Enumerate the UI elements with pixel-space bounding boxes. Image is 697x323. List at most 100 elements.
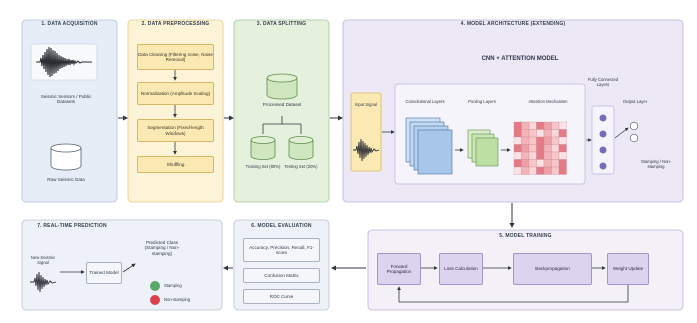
output-layer-label: Output Layer [622,99,648,104]
output-node [629,133,639,143]
raw-data-label: Raw Seismic Data [47,177,85,182]
attention-cell [513,144,522,153]
new-signal-icon [30,271,57,293]
waveform-icon [36,46,92,78]
input-signal-label: Input Signal [354,102,378,107]
attention-cell [528,151,537,160]
attention-cell [536,129,545,138]
attention-cell [521,129,530,138]
attention-cell [536,166,545,175]
confusion-matrix-box: Confusion Matrix [243,268,320,283]
weight-update-step: Weight Update [607,253,649,285]
dense-node [599,162,607,170]
attention-cell [521,121,530,130]
attention-cell [558,166,567,175]
stamping-label: Stamping [164,283,182,288]
attention-heatmap-icon [513,121,567,175]
predicted-class-label: Predicted Class (Stamping / Non-stamping… [144,240,180,256]
dense-node [599,130,607,138]
dense-node [599,114,607,122]
attention-cell [536,159,545,168]
processed-dataset-label: Processed Dataset [262,102,302,107]
database-icon [50,143,82,171]
new-signal-label: New Seismic Signal [30,255,56,265]
forward-propagation-step: Forward Propagation [377,253,421,285]
attention-cell [551,129,560,138]
trained-model-box: Trained Model [86,262,122,284]
attention-cell [536,136,545,145]
fully-connected-frame [591,105,615,175]
training-set-label: Training Set (80%) [245,164,281,169]
attention-cell [543,166,552,175]
section-title-preprocessing: 2. DATA PREPROCESSING [141,21,210,27]
attention-cell [551,159,560,168]
attention-cell [558,136,567,145]
backpropagation-step: Backpropagation [513,253,592,285]
dense-layers-label: Fully Connected Layers [587,77,619,87]
stamping-dot [150,281,160,291]
attention-cell [536,121,545,130]
training-set-icon [250,136,276,160]
attention-cell [513,151,522,160]
normalization-step: Normalization (Amplitude Scaling) [137,82,214,105]
attention-cell [558,129,567,138]
section-title-acquisition: 1. DATA ACQUISITION [41,21,98,27]
data-cleaning-step: Data Cleaning (Filtering noise, Noise Re… [137,44,214,70]
output-node [629,121,639,131]
attention-cell [521,144,530,153]
attention-cell [551,136,560,145]
attention-cell [543,159,552,168]
attention-cell [521,159,530,168]
attention-cell [558,121,567,130]
conv-layers-icon [405,117,453,175]
training-loop-arrow [397,284,629,303]
attention-cell [513,136,522,145]
attention-cell [543,144,552,153]
attention-cell [543,129,552,138]
attention-cell [543,151,552,160]
panel-real-time-prediction [21,219,223,311]
attention-cell [521,136,530,145]
attention-cell [551,144,560,153]
loss-calculation-step: Loss Calculation [439,253,483,285]
section-title-evaluation: 6. MODEL EVALUATION [251,223,312,229]
pooling-layers-label: Pooling Layers [468,99,496,104]
sensors-label: Seismic Sensors / Public Datasets [40,94,92,105]
pooling-layers-icon [467,129,499,167]
attention-cell [528,166,537,175]
panel-data-splitting [233,19,330,203]
dense-node [599,146,607,154]
attention-cell [513,159,522,168]
attention-cell [558,159,567,168]
shuffling-step: Shuffling [137,156,214,173]
attention-cell [543,136,552,145]
testing-set-icon [288,136,314,160]
segmentation-step: Segmentation (Fixed-length Windows) [137,119,214,142]
split-lines [262,116,302,134]
input-signal-icon [353,138,380,162]
attention-cell [551,166,560,175]
section-title-architecture: 4. MODEL ARCHITECTURE (EXTENDING) [460,21,566,27]
metrics-box: Accuracy, Precision, Recall, F1-score [243,238,320,262]
attention-cell [536,151,545,160]
attention-cell [528,159,537,168]
roc-curve-box: ROC Curve [243,289,320,304]
conv-layers-label: Convolutional Layers [405,99,445,104]
attention-cell [513,129,522,138]
section-title-training: 5. MODEL TRAINING [499,233,552,239]
output-classes-label: Stamping / Non-stamping [640,159,672,169]
attention-cell [528,129,537,138]
attention-cell [528,121,537,130]
section-title-splitting: 3. DATA SPLITTING [256,21,307,27]
attention-label: Attention Mechanism [528,99,568,104]
attention-cell [513,166,522,175]
attention-cell [528,136,537,145]
attention-cell [536,144,545,153]
non-stamping-dot [150,295,160,305]
model-title: CNN + ATTENTION MODEL [481,56,559,62]
attention-cell [528,144,537,153]
attention-cell [558,151,567,160]
section-title-prediction: 7. REAL-TIME PREDICTION [37,223,107,229]
attention-cell [551,151,560,160]
